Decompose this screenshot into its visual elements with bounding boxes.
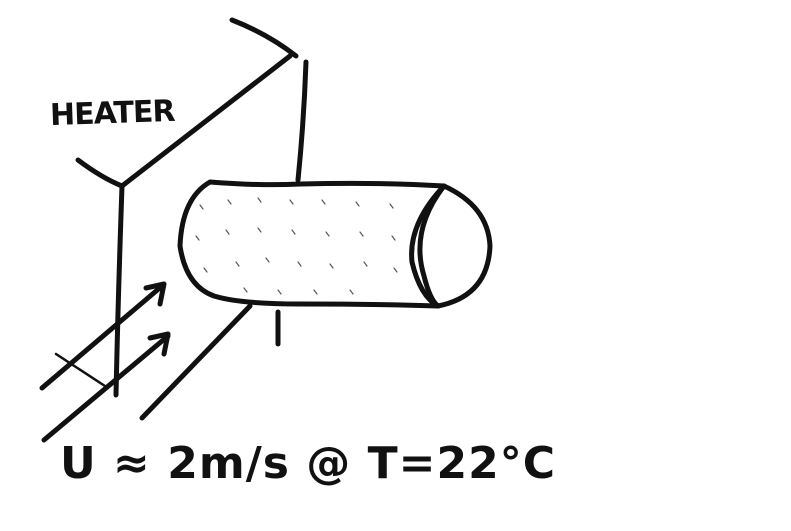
heater-label: HEATER — [49, 93, 176, 134]
cylinder-end-inner — [409, 183, 447, 309]
cylinder-shading — [195, 197, 398, 295]
flow-arrows — [39, 281, 171, 443]
heater-right-edge — [295, 59, 309, 183]
flow-arrow-1-head — [143, 281, 167, 307]
heater-top-edge — [119, 53, 293, 189]
flow-arrow-2-head — [147, 331, 171, 357]
flow-condition-label: U ≈ 2m/s @ T=22°C — [60, 438, 556, 489]
flow-tick — [54, 352, 110, 390]
cylinder-end-face — [435, 183, 493, 309]
heater-panel — [75, 17, 309, 398]
heater-left-curve — [75, 157, 125, 189]
cylinder — [177, 179, 493, 309]
lower-guide-line — [139, 303, 253, 421]
cylinder-body — [177, 179, 447, 309]
heater-left-edge — [113, 183, 125, 398]
flow-arrow-1 — [39, 283, 165, 391]
heater-top-right-curve — [229, 17, 299, 59]
